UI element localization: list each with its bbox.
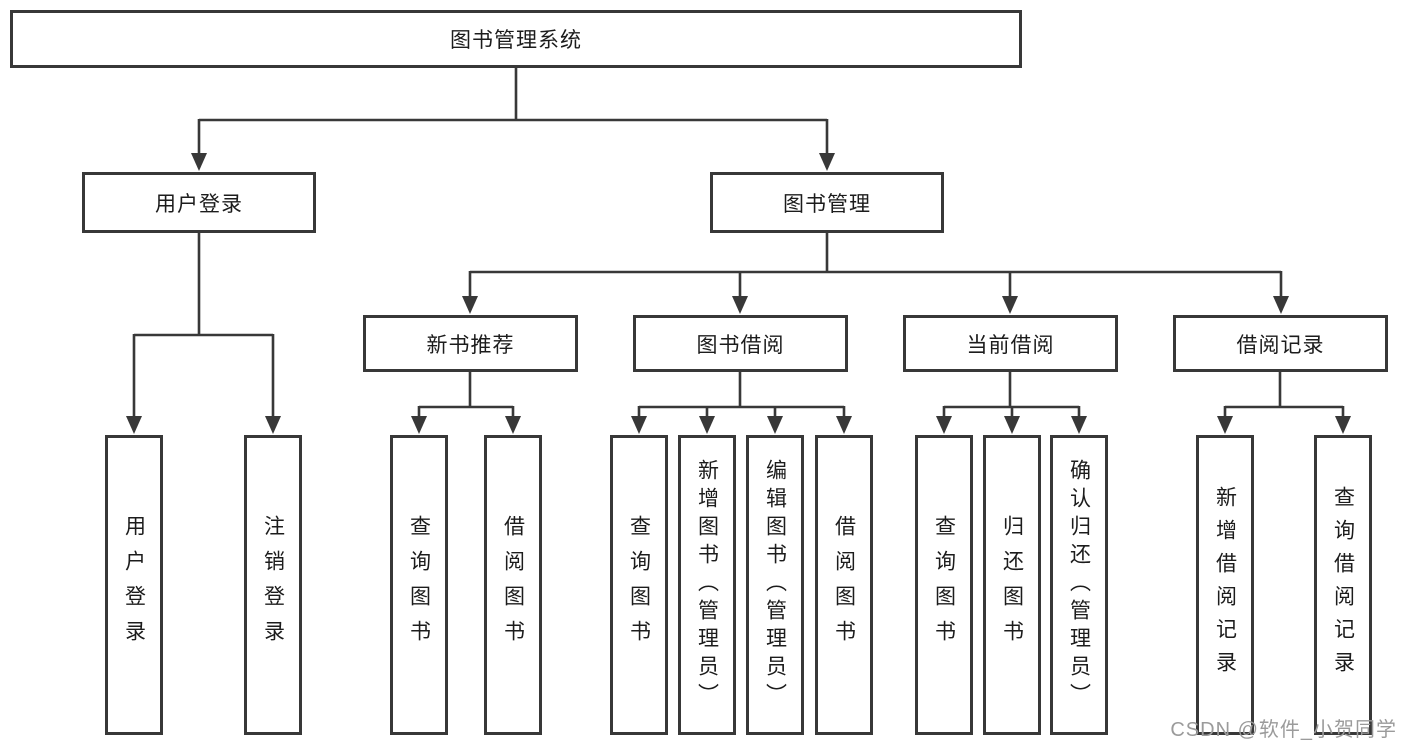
leaf-query-books-current: 查询图书	[915, 435, 973, 735]
leaf-label: 查询图书	[932, 515, 956, 655]
node-label: 借阅记录	[1236, 333, 1325, 357]
node-label: 新书推荐	[426, 333, 515, 357]
leaf-label: 编辑图书（管理员）	[763, 459, 787, 711]
leaf-label: 借阅图书	[832, 515, 856, 655]
leaf-return-book: 归还图书	[983, 435, 1041, 735]
leaf-borrow-books: 借阅图书	[815, 435, 873, 735]
leaf-query-books-recommend: 查询图书	[390, 435, 448, 735]
leaf-label: 注销登录	[261, 515, 285, 655]
leaf-edit-book-admin: 编辑图书（管理员）	[746, 435, 804, 735]
leaf-query-books-borrow: 查询图书	[610, 435, 668, 735]
leaf-user-login: 用户登录	[105, 435, 163, 735]
leaf-logout-login: 注销登录	[244, 435, 302, 735]
leaf-label: 归还图书	[1000, 515, 1024, 655]
node-book-borrow: 图书借阅	[633, 315, 848, 372]
leaf-label: 查询图书	[407, 515, 431, 655]
leaf-confirm-return-admin: 确认归还（管理员）	[1050, 435, 1108, 735]
leaf-borrow-books-recommend: 借阅图书	[484, 435, 542, 735]
node-label: 图书管理	[783, 192, 871, 216]
node-borrow-records: 借阅记录	[1173, 315, 1388, 372]
node-library-system: 图书管理系统	[10, 10, 1022, 68]
leaf-label: 查询图书	[627, 515, 651, 655]
node-book-management: 图书管理	[710, 172, 944, 233]
leaf-query-borrow-record: 查询借阅记录	[1314, 435, 1372, 735]
leaf-add-book-admin: 新增图书（管理员）	[678, 435, 736, 735]
leaf-label: 新增借阅记录	[1213, 486, 1237, 684]
node-label: 当前借阅	[966, 333, 1055, 357]
leaf-label: 借阅图书	[501, 515, 525, 655]
node-label: 图书借阅	[696, 333, 785, 357]
leaf-add-borrow-record: 新增借阅记录	[1196, 435, 1254, 735]
node-label: 用户登录	[155, 192, 243, 216]
leaf-label: 用户登录	[122, 515, 146, 655]
csdn-watermark: CSDN @软件_小贺同学	[1170, 719, 1397, 741]
leaf-label: 确认归还（管理员）	[1067, 459, 1091, 711]
leaf-label: 新增图书（管理员）	[695, 459, 719, 711]
node-current-borrow: 当前借阅	[903, 315, 1118, 372]
node-user-login: 用户登录	[82, 172, 316, 233]
leaf-label: 查询借阅记录	[1331, 486, 1355, 684]
node-new-book-recommend: 新书推荐	[363, 315, 578, 372]
node-label: 图书管理系统	[450, 29, 582, 52]
